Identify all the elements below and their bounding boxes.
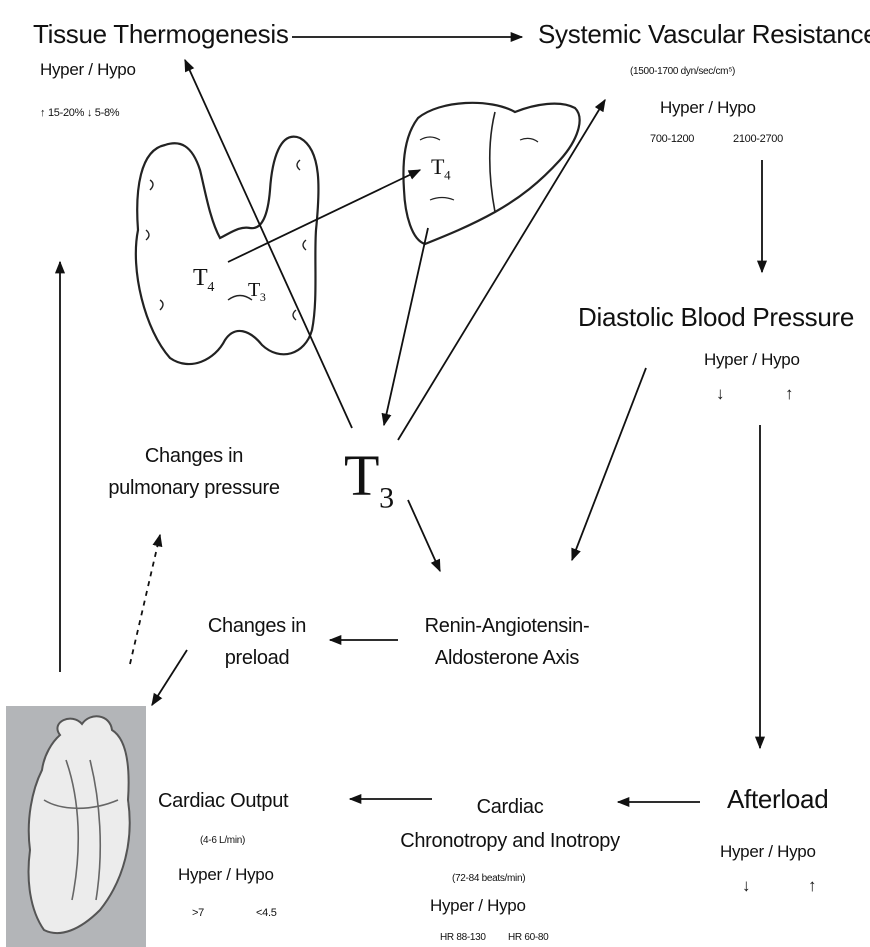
cardiac-output-range: (4-6 L/min) — [200, 835, 245, 847]
dbp-hyper-arrow: ↓ — [716, 384, 724, 404]
thyroid-gland-illustration — [136, 137, 319, 364]
afterload-hypo-arrow: ↑ — [808, 876, 816, 896]
svr-normal-range: (1500-1700 dyn/sec/cm⁵) — [630, 66, 735, 78]
dbp-hypo-arrow: ↑ — [785, 384, 793, 404]
chronotropy-inotropy-title: Cardiac Chronotropy and Inotropy — [365, 790, 655, 858]
thyroid-t3-label: T3 — [248, 279, 266, 305]
chronotropy-hypo-value: HR 60-80 — [508, 932, 548, 944]
chronotropy-hyper-value: HR 88-130 — [440, 932, 486, 944]
chronotropy-range: (72-84 beats/min) — [452, 873, 525, 885]
dbp-hyper-hypo: Hyper / Hypo — [704, 350, 800, 370]
cardiac-output-title: Cardiac Output — [158, 790, 288, 813]
afterload-hyper-hypo: Hyper / Hypo — [720, 842, 816, 862]
raas-label: Renin-Angiotensin- Aldosterone Axis — [392, 610, 622, 674]
cardiac-output-hyper-hypo: Hyper / Hypo — [178, 865, 274, 885]
liver-illustration — [403, 103, 579, 244]
tissue-thermogenesis-hyper-hypo: Hyper / Hypo — [40, 60, 136, 80]
central-t3-label: T3 — [344, 443, 394, 516]
cardiac-output-hyper-value: >7 — [192, 907, 204, 920]
liver-t4-label: T4 — [431, 154, 450, 183]
afterload-title: Afterload — [727, 785, 828, 815]
tissue-thermogenesis-values: ↑ 15-20% ↓ 5-8% — [40, 107, 119, 120]
preload-label: Changes in preload — [182, 610, 332, 674]
afterload-hyper-arrow: ↓ — [742, 876, 750, 896]
svr-hyper-value: 700-1200 — [650, 133, 694, 146]
svr-title: Systemic Vascular Resistance — [538, 20, 870, 50]
pulmonary-pressure-label: Changes in pulmonary pressure — [78, 440, 310, 504]
tissue-thermogenesis-title: Tissue Thermogenesis — [33, 20, 289, 50]
cardiac-output-hypo-value: <4.5 — [256, 907, 277, 920]
svr-hypo-value: 2100-2700 — [733, 133, 783, 146]
svr-hyper-hypo: Hyper / Hypo — [660, 98, 756, 118]
chronotropy-hyper-hypo: Hyper / Hypo — [430, 896, 526, 916]
thyroid-t4-label: T4 — [193, 265, 214, 296]
heart-illustration — [6, 706, 146, 947]
dbp-title: Diastolic Blood Pressure — [578, 303, 854, 333]
